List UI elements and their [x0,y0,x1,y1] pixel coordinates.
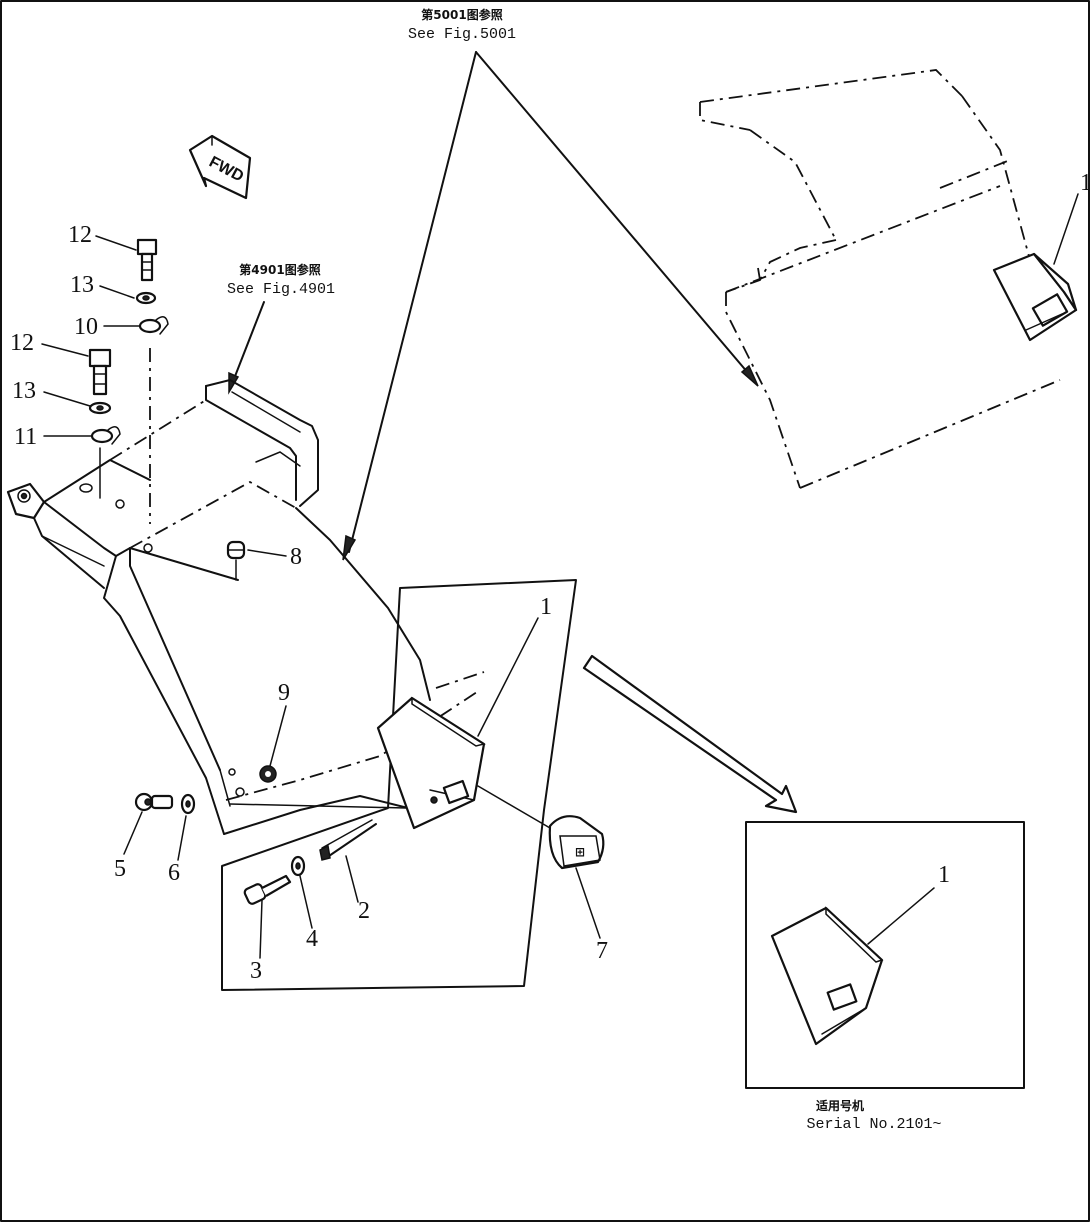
ref-fig5001-en: See Fig.5001 [408,26,516,43]
callout-1-middle: 1 [540,594,552,620]
callout-1-serial: 1 [938,862,950,888]
callout-9: 9 [278,680,290,706]
ref-fig4901-leader [228,301,265,395]
ref-fig4901-cn: 第4901图参照 [239,262,320,277]
callout-10: 10 [74,314,98,340]
upper-right-assembly [699,69,1078,489]
knob-part: ⊞ [548,815,605,870]
main-bracket [6,348,485,835]
callout-4: 4 [306,926,318,952]
ref-fig4901-en: See Fig.4901 [227,281,335,298]
ref-fig5001-leaders [342,51,759,561]
callout-13-lower: 13 [12,378,36,404]
serial-caption-cn: 适用号机 [816,1098,864,1113]
direction-arrow-icon [582,654,798,814]
callout-12-upper: 12 [68,222,92,248]
serial-caption-en: Serial No.2101~ [806,1116,941,1133]
switch-subassembly [221,579,577,991]
callout-leaders [41,193,1079,959]
callout-labels: 1 1 1 2 3 4 5 6 7 8 9 10 11 12 12 13 13 [10,170,1090,984]
callout-1-upper: 1 [1080,170,1090,196]
callout-8: 8 [290,544,302,570]
hardware-bolts-clamps [88,238,277,783]
callout-2: 2 [358,898,370,924]
callout-3: 3 [250,958,262,984]
callout-7: 7 [596,938,608,964]
callout-5: 5 [114,856,126,882]
callout-12-lower: 12 [10,330,34,356]
callout-6: 6 [168,860,180,886]
bolt-and-washer [134,792,196,815]
ref-fig5001-cn: 第5001图参照 [421,7,502,22]
callout-13-upper: 13 [70,272,94,298]
callout-11: 11 [14,424,37,450]
serial-variant-box [745,821,1025,1089]
fwd-arrow-icon: FWD [188,134,252,200]
svg-text:⊞: ⊞ [575,845,585,859]
